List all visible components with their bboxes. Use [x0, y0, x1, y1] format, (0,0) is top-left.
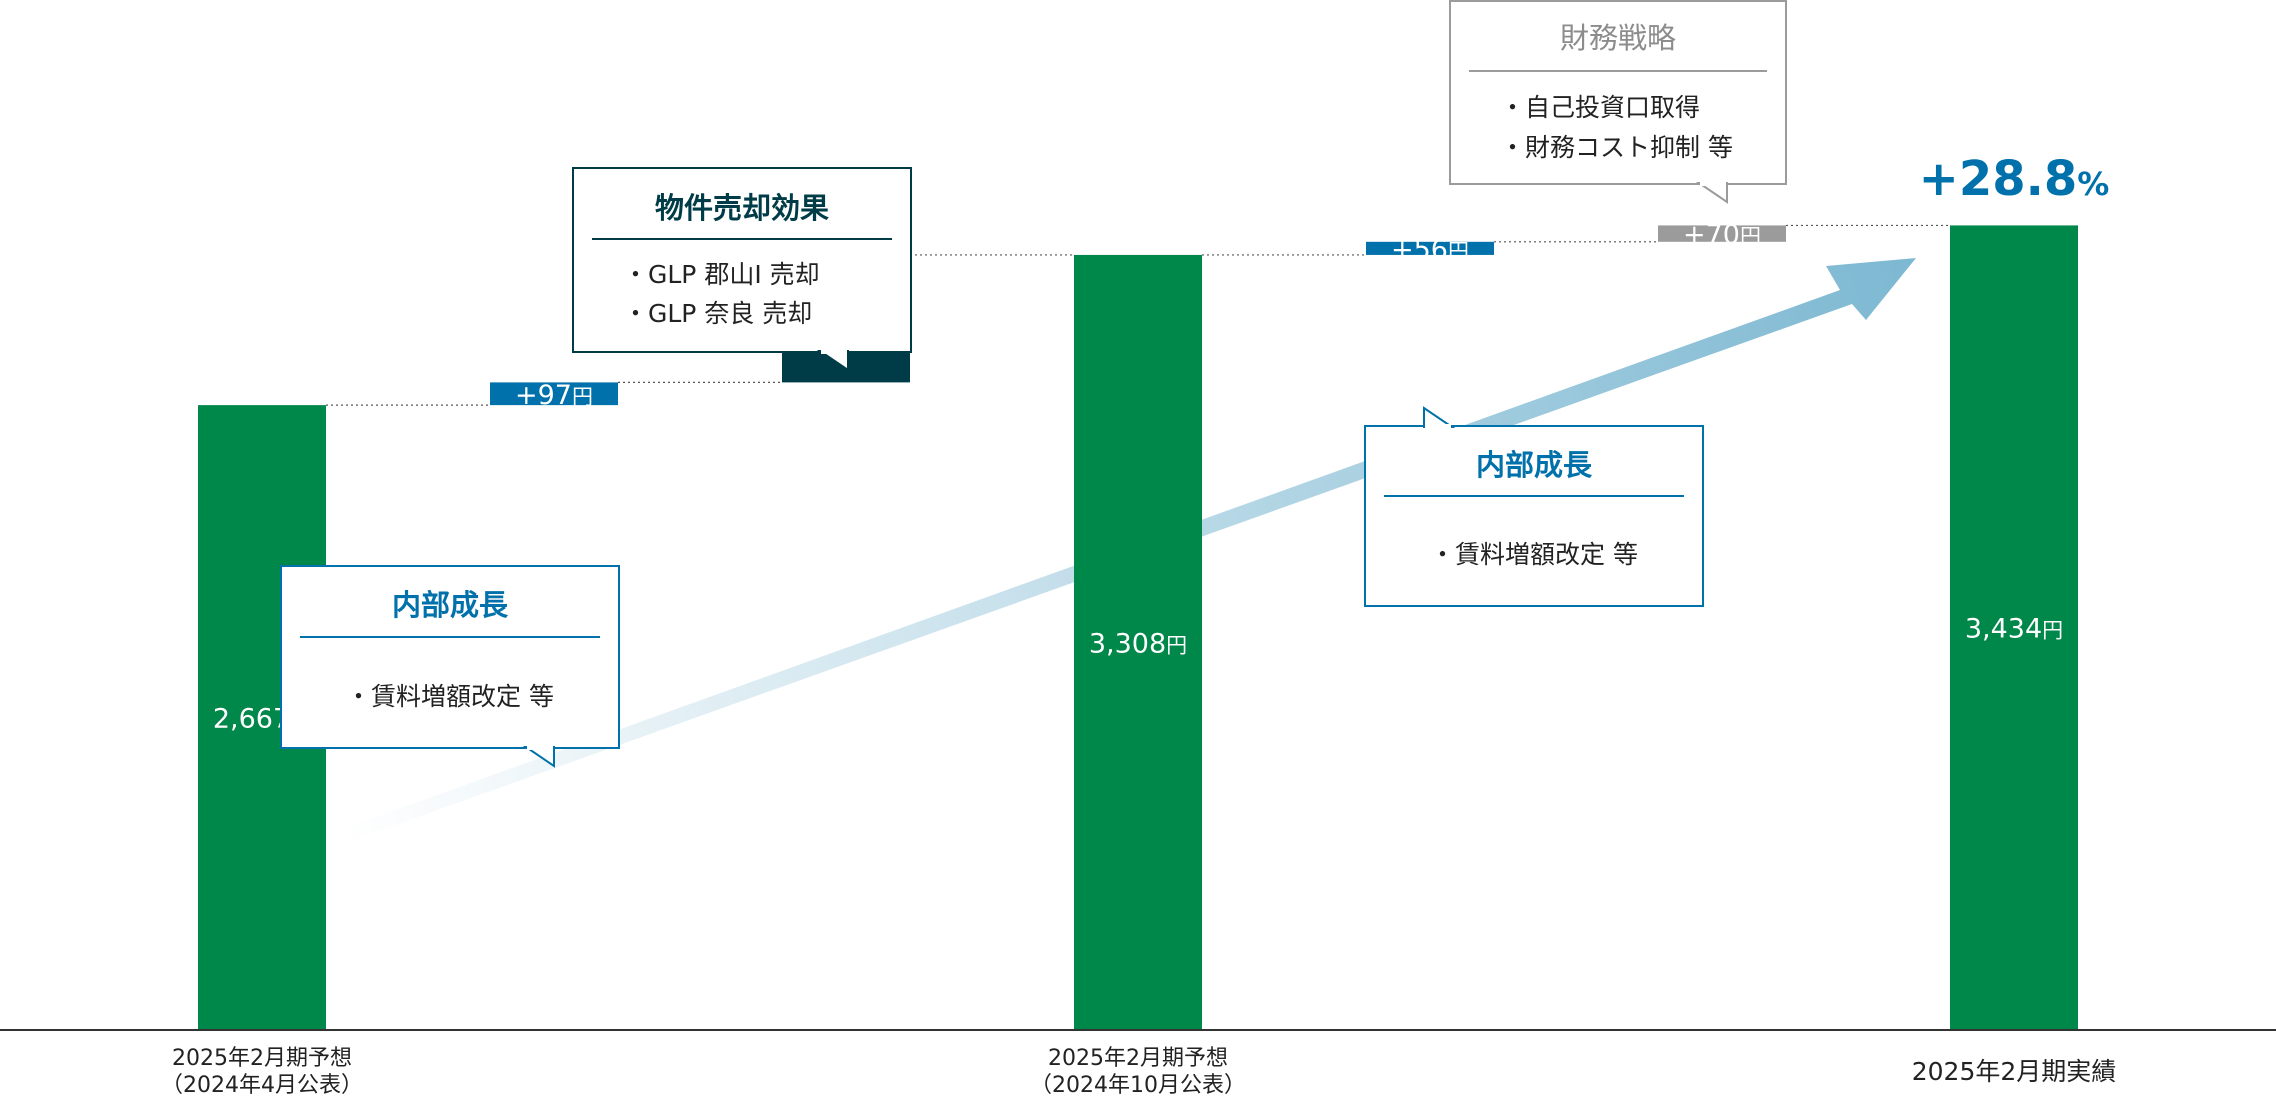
callout-frame — [280, 565, 620, 749]
callout-item: ・財務コスト抑制 等 — [1500, 133, 1733, 162]
callout-item: ・GLP 奈良 売却 — [623, 299, 812, 328]
category-label: 2025年2月期実績 — [1912, 1057, 2117, 1086]
growth-rate-label: +28.8% — [1919, 151, 2110, 207]
callout-box-2: 内部成長・賃料増額改定 等 — [1364, 406, 1704, 607]
bar-value-label: +56円 — [1391, 234, 1469, 265]
bar-increment-5 — [1658, 225, 1786, 242]
callout-item: ・自己投資口取得 — [1500, 93, 1700, 122]
callout-item: ・賃料増額改定 等 — [346, 682, 554, 711]
callout-item: ・賃料増額改定 等 — [1430, 540, 1638, 569]
bar-value-label: +70円 — [1683, 220, 1761, 251]
callout-pointer-gap — [527, 745, 553, 750]
category-label: 2025年2月期予想 — [172, 1046, 352, 1071]
callout-box-3: 財務戦略・自己投資口取得・財務コスト抑制 等 — [1449, 0, 1787, 204]
callout-title: 内部成長 — [392, 588, 509, 622]
callout-title: 物件売却効果 — [655, 191, 829, 225]
callout-pointer-gap — [1700, 181, 1726, 186]
category-sublabel: （2024年10月公表） — [1030, 1073, 1246, 1098]
bar-value-label: 3,308円 — [1089, 628, 1187, 659]
callout-pointer-gap — [821, 349, 847, 354]
callout-frame — [1449, 0, 1787, 185]
callout-item: ・GLP 郡山Ⅰ 売却 — [623, 260, 820, 289]
callout-frame — [572, 167, 912, 353]
callout-pointer-gap — [1425, 424, 1451, 429]
bar-total-6 — [1950, 225, 2078, 1030]
category-sublabel: （2024年4月公表） — [161, 1073, 363, 1098]
bar-value-label: 3,434円 — [1965, 614, 2063, 645]
bar-total-3 — [1074, 254, 1202, 1030]
callout-box-1: 物件売却効果・GLP 郡山Ⅰ 売却・GLP 奈良 売却 — [572, 167, 912, 372]
callout-title: 内部成長 — [1476, 448, 1593, 482]
callout-title: 財務戦略 — [1560, 21, 1676, 55]
bar-increment-1 — [490, 382, 618, 406]
bar-value-label: +97円 — [515, 380, 593, 411]
callout-box-0: 内部成長・賃料増額改定 等 — [280, 565, 620, 768]
bar-increment-4 — [1366, 241, 1494, 255]
callout-frame — [1364, 425, 1704, 607]
category-label: 2025年2月期予想 — [1048, 1046, 1228, 1071]
